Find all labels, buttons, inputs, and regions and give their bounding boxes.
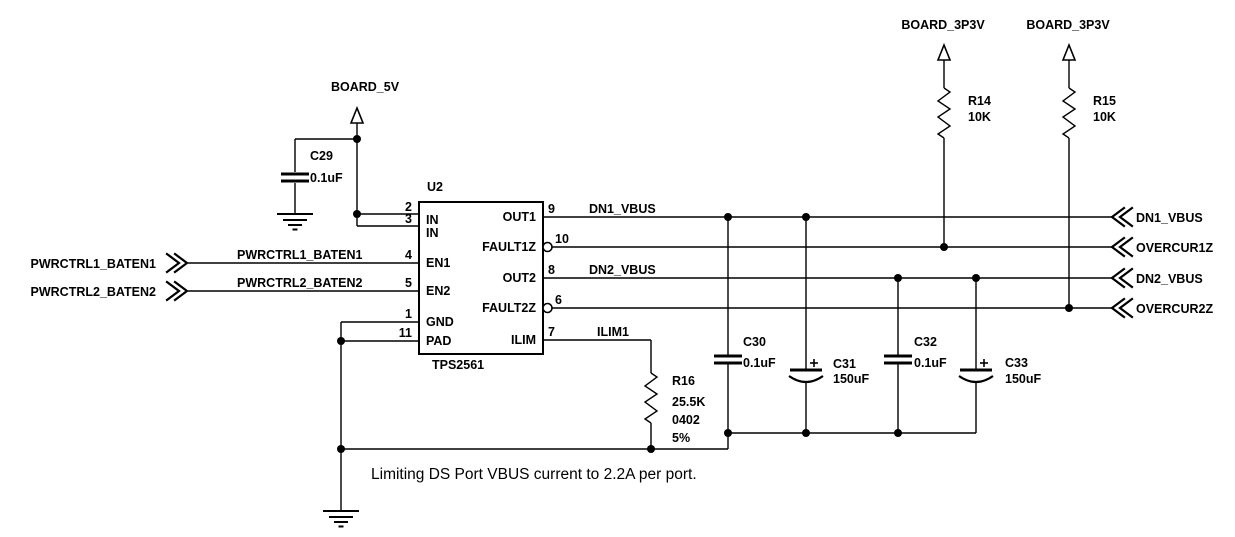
chevron-left-icon [1110, 297, 1126, 319]
pin-number: 7 [548, 325, 555, 339]
connector-label: OVERCUR1Z [1136, 241, 1213, 255]
fault1z-bubble-icon [542, 241, 553, 253]
ground-symbol-main [323, 510, 359, 528]
schematic-note: Limiting DS Port VBUS current to 2.2A pe… [371, 466, 697, 483]
ref-label: C29 [310, 149, 333, 163]
power-arrow-icon [349, 105, 365, 124]
chevron-right-icon [165, 280, 181, 302]
pin-number: 1 [405, 307, 412, 321]
chevron-left-icon [1110, 267, 1126, 289]
value-label: 0.1uF [743, 356, 776, 370]
ground-symbol-c29 [277, 213, 313, 231]
power-label: BOARD_3P3V [1026, 18, 1110, 32]
value-label: 150uF [1005, 372, 1041, 386]
resistor-r16: R16 25.5K 0402 5% [643, 372, 705, 445]
power-flag-board-3p3v-2: BOARD_3P3V [1026, 18, 1110, 61]
power-arrow-icon [1061, 42, 1077, 61]
value-label: 150uF [833, 372, 869, 386]
value-label: 25.5K [672, 395, 705, 409]
ref-label: R15 [1093, 94, 1116, 108]
connector-label: OVERCUR2Z [1136, 302, 1213, 316]
footprint-label: 0402 [672, 413, 700, 427]
output-connector-dn2-vbus: DN2_VBUS [1110, 267, 1203, 289]
ref-label: C33 [1005, 356, 1028, 370]
value-label: 0.1uF [914, 356, 947, 370]
pin-name: PAD [426, 334, 451, 348]
resistor-r14: R14 10K [936, 87, 991, 139]
power-flag-board-3p3v-1: BOARD_3P3V [901, 18, 985, 61]
net-label-dn1-vbus: DN1_VBUS [589, 202, 656, 216]
ref-label: C30 [743, 335, 766, 349]
capacitor-c30: C30 0.1uF [714, 335, 776, 370]
chevron-left-icon [1118, 267, 1134, 289]
ic-part: TPS2561 [432, 358, 484, 372]
pin-number: 5 [405, 276, 412, 290]
capacitor-c31: C31 150uF [788, 357, 869, 386]
capacitor-c29: C29 0.1uF [281, 139, 343, 213]
value-label: 10K [968, 110, 991, 124]
value-label: 10K [1093, 110, 1116, 124]
pin-number: 11 [399, 326, 412, 340]
ic-u2: U2 TPS2561 2 3 4 5 1 11 IN IN EN1 EN2 GN… [399, 180, 569, 372]
chevron-left-icon [1118, 206, 1134, 228]
capacitor-c33: C33 150uF [958, 356, 1041, 386]
power-flag-board-5v: BOARD_5V [331, 80, 400, 124]
pin-name: OUT1 [503, 210, 536, 224]
ic-ref: U2 [427, 180, 443, 194]
pin-name: ILIM [511, 333, 536, 347]
power-label: BOARD_5V [331, 80, 400, 94]
ref-label: C32 [914, 335, 937, 349]
net-label-en1: PWRCTRL1_BATEN1 [237, 248, 363, 262]
pin-number: 6 [555, 293, 562, 307]
pin-number: 8 [548, 263, 555, 277]
pin-name: IN [426, 213, 439, 227]
chevron-right-icon [173, 252, 189, 274]
chevron-left-icon [1118, 297, 1134, 319]
tolerance-label: 5% [672, 431, 690, 445]
pin-number: 3 [405, 212, 412, 226]
pin-number: 10 [555, 232, 569, 246]
power-arrow-icon [936, 42, 952, 61]
pin-number: 4 [405, 248, 412, 262]
connector-label: DN1_VBUS [1136, 211, 1203, 225]
connector-label: PWRCTRL2_BATEN2 [31, 285, 157, 299]
net-labels: PWRCTRL1_BATEN1 PWRCTRL2_BATEN2 DN1_VBUS… [237, 202, 656, 339]
ref-label: C31 [833, 357, 856, 371]
pin-name: FAULT2Z [482, 301, 536, 315]
ref-label: R16 [672, 374, 695, 388]
output-connector-overcur2z: OVERCUR2Z [1110, 297, 1213, 319]
power-label: BOARD_3P3V [901, 18, 985, 32]
pin-number: 9 [548, 202, 555, 216]
pin-name: EN2 [426, 284, 450, 298]
chevron-right-icon [173, 280, 189, 302]
pin-name: GND [426, 315, 454, 329]
pin-name: FAULT1Z [482, 240, 536, 254]
net-label-dn2-vbus: DN2_VBUS [589, 263, 656, 277]
chevron-right-icon [165, 252, 181, 274]
value-label: 0.1uF [310, 171, 343, 185]
ref-label: R14 [968, 94, 991, 108]
junction-dots [337, 135, 1073, 453]
pin-name: EN1 [426, 256, 450, 270]
chevron-left-icon [1110, 236, 1126, 258]
pin-number: 2 [405, 200, 412, 214]
capacitor-c32: C32 0.1uF [884, 335, 947, 370]
chevron-left-icon [1118, 236, 1134, 258]
connector-label: PWRCTRL1_BATEN1 [31, 257, 157, 271]
net-label-en2: PWRCTRL2_BATEN2 [237, 276, 363, 290]
fault2z-bubble-icon [542, 302, 553, 314]
output-connector-overcur1z: OVERCUR1Z [1110, 236, 1213, 258]
wires [188, 60, 1112, 510]
net-label-ilim1: ILIM1 [597, 325, 629, 339]
resistor-r15: R15 10K [1061, 87, 1116, 139]
input-connector-pwrctrl1: PWRCTRL1_BATEN1 [31, 252, 189, 274]
input-connector-pwrctrl2: PWRCTRL2_BATEN2 [31, 280, 189, 302]
output-connector-dn1-vbus: DN1_VBUS [1110, 206, 1203, 228]
connector-label: DN2_VBUS [1136, 272, 1203, 286]
pin-name: OUT2 [503, 271, 536, 285]
chevron-left-icon [1110, 206, 1126, 228]
pin-name: IN [426, 226, 439, 240]
